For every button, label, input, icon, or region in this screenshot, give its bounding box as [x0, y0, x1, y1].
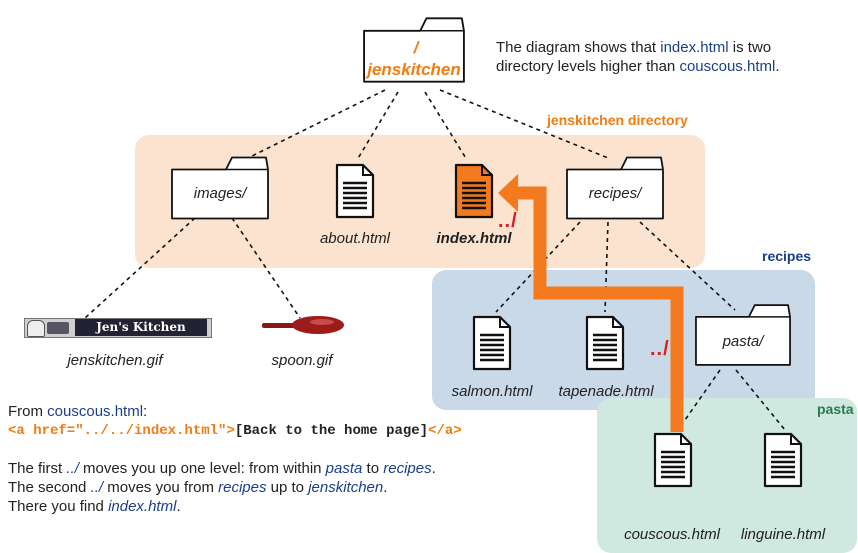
top-note-line-2: directory levels higher than couscous.ht… [496, 58, 780, 75]
jenskitchen-logo-image: Jen's Kitchen [24, 318, 212, 338]
images-folder-label[interactable]: images/ [193, 185, 247, 202]
lower-dotdot-marker: ../ [650, 338, 670, 360]
spoon-image [262, 316, 344, 334]
salmon-doc-icon [472, 315, 512, 371]
code-snippet: <a href="../../index.html">[Back to the … [8, 422, 462, 441]
index-html-link[interactable]: index.html [660, 39, 729, 56]
logo-text: Jen's Kitchen [75, 319, 207, 336]
code-open-tag: <a href="../../index.html"> [8, 423, 235, 439]
explanation-line-3: There you find index.html. [8, 498, 181, 515]
root-folder-name: jenskitchen [367, 60, 461, 79]
from-couscous-link[interactable]: couscous.html [47, 403, 144, 420]
top-note-line-1: The diagram shows that index.html is two [496, 39, 772, 56]
there-index-link[interactable]: index.html [108, 498, 177, 515]
code-close-tag: </a> [428, 423, 462, 439]
salmon-file-label[interactable]: salmon.html [451, 383, 533, 400]
pasta-region [597, 398, 857, 553]
code-link-text: [Back to the home page] [234, 423, 429, 439]
about-doc-icon [335, 163, 375, 219]
tapenade-file-label[interactable]: tapenade.html [558, 383, 654, 400]
spoon-gif-label[interactable]: spoon.gif [271, 352, 333, 369]
couscous-html-link[interactable]: couscous.html [679, 58, 776, 75]
couscous-doc-icon [653, 432, 693, 488]
root-slash: / [413, 38, 419, 57]
linguine-file-label[interactable]: linguine.html [740, 526, 826, 543]
linguine-doc-icon [763, 432, 803, 488]
index-file-label[interactable]: index.html [436, 230, 512, 247]
path-arrow [512, 186, 684, 432]
index-doc-icon [454, 163, 494, 219]
explanation-line-1: The first ../ moves you up one level: fr… [8, 460, 436, 477]
jenskitchen-gif-label[interactable]: jenskitchen.gif [67, 352, 163, 369]
about-file-label[interactable]: about.html [319, 230, 391, 247]
couscous-file-label[interactable]: couscous.html [624, 526, 720, 543]
jenskitchen-region-label: jenskitchen directory [547, 112, 688, 128]
explanation-line-2: The second ../ moves you from recipes up… [8, 479, 388, 496]
top-note: The diagram shows that index.html is two… [496, 38, 826, 76]
pot-icon [47, 322, 69, 334]
upper-dotdot-marker: ../ [498, 210, 518, 232]
path-arrowhead [498, 174, 518, 212]
chef-hat-icon [27, 320, 45, 337]
from-line: From couscous.html: [8, 403, 148, 420]
pasta-region-label: pasta [817, 401, 854, 417]
recipes-folder-label[interactable]: recipes/ [588, 185, 642, 202]
recipes-region-label: recipes [762, 248, 812, 264]
tapenade-doc-icon [585, 315, 625, 371]
pasta-folder-label[interactable]: pasta/ [722, 333, 764, 350]
